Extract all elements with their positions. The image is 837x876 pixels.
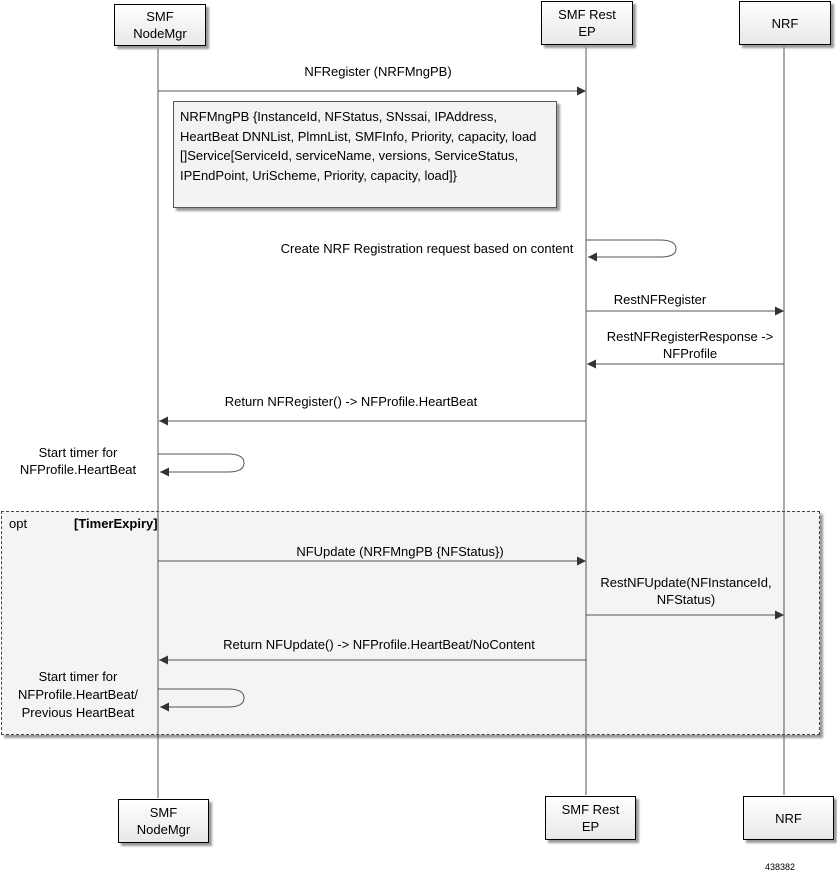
participant-nrf-label: NRF bbox=[771, 15, 799, 31]
fragment-guard: [TimerExpiry] bbox=[74, 516, 158, 531]
participant-restep-label-bottom: SMF Rest EP bbox=[561, 802, 620, 834]
label-create-request: Create NRF Registration request based on… bbox=[280, 241, 574, 256]
label-start-timer-2: Start timer for NFProfile.HeartBeat/ Pre… bbox=[18, 669, 138, 720]
participant-nodemgr-label-bottom: SMF NodeMgr bbox=[136, 805, 191, 837]
label-return-nfupdate: Return NFUpdate() -> NFProfile.HeartBeat… bbox=[223, 637, 535, 652]
opt-fragment bbox=[1, 511, 820, 735]
label-start-timer: Start timer for NFProfile.HeartBeat bbox=[19, 445, 137, 477]
participant-restep-label: SMF Rest EP bbox=[558, 7, 616, 39]
nrfmngpb-note: NRFMngPB {InstanceId, NFStatus, SNssai, … bbox=[173, 101, 557, 208]
participant-nrf-top: NRF bbox=[739, 1, 831, 45]
label-restnfregister-response: RestNFRegisterResponse -> NFProfile bbox=[606, 329, 774, 361]
arrow-start-timer-2 bbox=[158, 688, 245, 712]
participant-nrf-label-bottom: NRF bbox=[775, 810, 802, 826]
participant-nodemgr-bottom: SMF NodeMgr bbox=[118, 799, 209, 843]
fragment-operator: opt bbox=[9, 516, 28, 531]
label-restnfupdate: RestNFUpdate(NFInstanceId, NFStatus) bbox=[600, 575, 772, 607]
participant-nrf-bottom: NRF bbox=[743, 796, 834, 840]
arrow-start-timer bbox=[158, 453, 245, 477]
participant-restep-top: SMF Rest EP bbox=[541, 1, 633, 45]
participant-nodemgr-label: SMF NodeMgr bbox=[133, 9, 187, 41]
label-nfregister: NFRegister (NRFMngPB) bbox=[304, 64, 452, 79]
participant-restep-bottom: SMF Rest EP bbox=[545, 796, 636, 840]
figure-number: 438382 bbox=[765, 862, 796, 872]
participant-nodemgr-top: SMF NodeMgr bbox=[114, 4, 206, 46]
arrow-create-request bbox=[586, 239, 677, 262]
label-restnfregister: RestNFRegister bbox=[613, 292, 707, 307]
label-nfupdate: NFUpdate (NRFMngPB {NFStatus}) bbox=[296, 544, 504, 559]
label-return-nfregister: Return NFRegister() -> NFProfile.HeartBe… bbox=[224, 394, 478, 409]
